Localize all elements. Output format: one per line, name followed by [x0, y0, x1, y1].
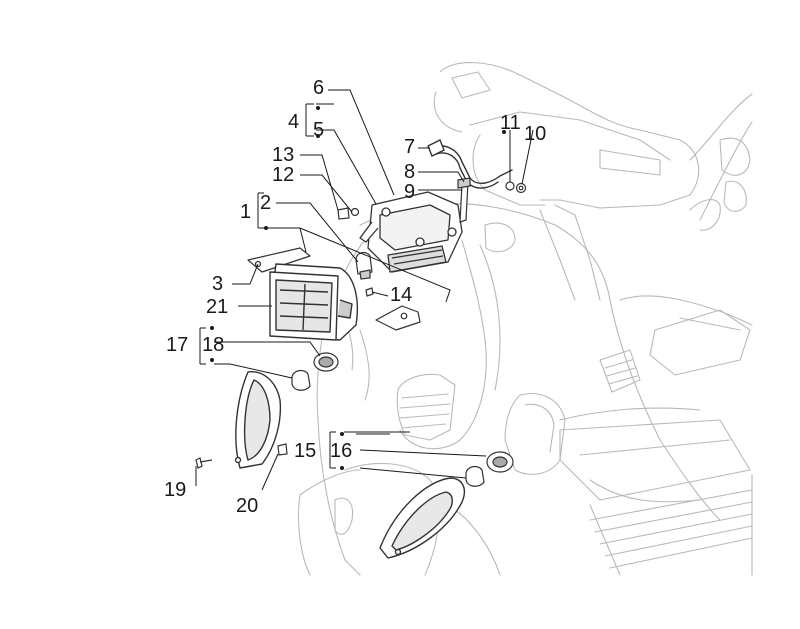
callout-20: 20	[236, 495, 259, 517]
leader-lines	[195, 89, 534, 491]
callout-5: 5	[313, 119, 325, 141]
callout-6: 6	[313, 77, 325, 99]
handlebar-nuts-part	[505, 181, 527, 194]
callout-21: 21	[206, 296, 229, 318]
screw-washer-part	[337, 207, 360, 220]
callout-16: 16	[330, 440, 353, 462]
headlight-bulb-part	[355, 251, 373, 280]
screw-19-part	[195, 457, 213, 469]
callout-14: 14	[390, 284, 413, 306]
callout-2: 2	[260, 192, 272, 214]
callout-11: 11	[500, 112, 521, 134]
callout-17: 17	[166, 334, 189, 356]
callout-15: 15	[294, 440, 317, 462]
left-indicator-socket-part	[313, 352, 339, 372]
adjuster-screw-part	[457, 177, 471, 223]
headlight-bracket-part	[359, 191, 463, 273]
callout-10: 10	[524, 123, 547, 145]
clip-20-part	[277, 443, 288, 456]
right-indicator-socket-part	[486, 451, 514, 473]
right-indicator-lens-part	[379, 477, 466, 559]
callout-13: 13	[272, 144, 295, 166]
callout-3: 3	[212, 273, 224, 295]
callout-18: 18	[202, 334, 225, 356]
left-indicator-bulb-part	[291, 369, 311, 391]
callout-19: 19	[164, 479, 187, 501]
right-indicator-bulb-part	[465, 465, 485, 487]
callout-7: 7	[404, 136, 416, 158]
callout-9: 9	[404, 181, 416, 203]
left-indicator-lens-part	[234, 371, 282, 469]
callout-8: 8	[404, 161, 416, 183]
bracket-dots	[210, 106, 506, 470]
headlight-unit-part	[269, 263, 359, 341]
callout-12: 12	[272, 164, 295, 186]
side-bracket-part	[365, 287, 421, 331]
callout-1: 1	[240, 201, 252, 223]
callout-4: 4	[288, 111, 300, 133]
